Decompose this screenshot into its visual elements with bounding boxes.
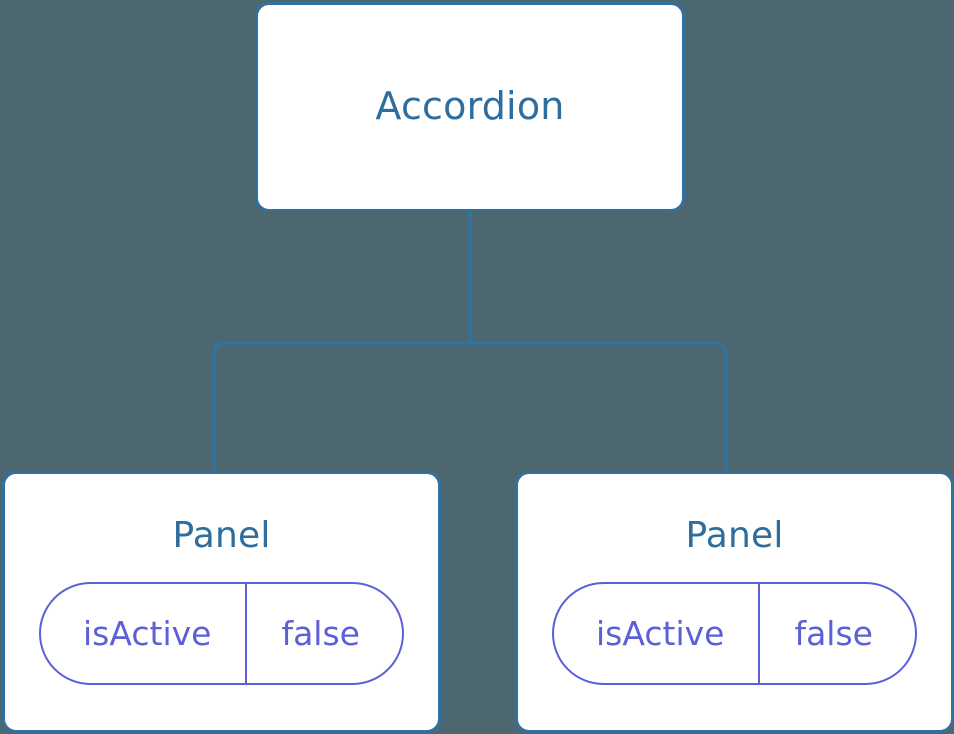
prop-pill-panel-right[interactable]: isActive false <box>552 581 917 685</box>
node-accordion[interactable]: Accordion <box>255 2 685 212</box>
prop-key-isactive: isActive <box>596 613 725 653</box>
node-panel-right[interactable]: Panel isActive false <box>515 471 954 733</box>
prop-key-isactive: isActive <box>83 613 212 653</box>
node-panel-left-label: Panel <box>172 515 271 556</box>
node-panel-left[interactable]: Panel isActive false <box>2 471 441 733</box>
prop-pill-panel-left[interactable]: isActive false <box>39 581 404 685</box>
prop-value-isactive: false <box>758 583 915 683</box>
node-panel-right-label: Panel <box>685 515 784 556</box>
connector-branch-right <box>470 341 728 473</box>
node-accordion-label: Accordion <box>375 84 565 129</box>
connector-branch-left <box>212 341 470 473</box>
prop-value-isactive: false <box>245 583 402 683</box>
